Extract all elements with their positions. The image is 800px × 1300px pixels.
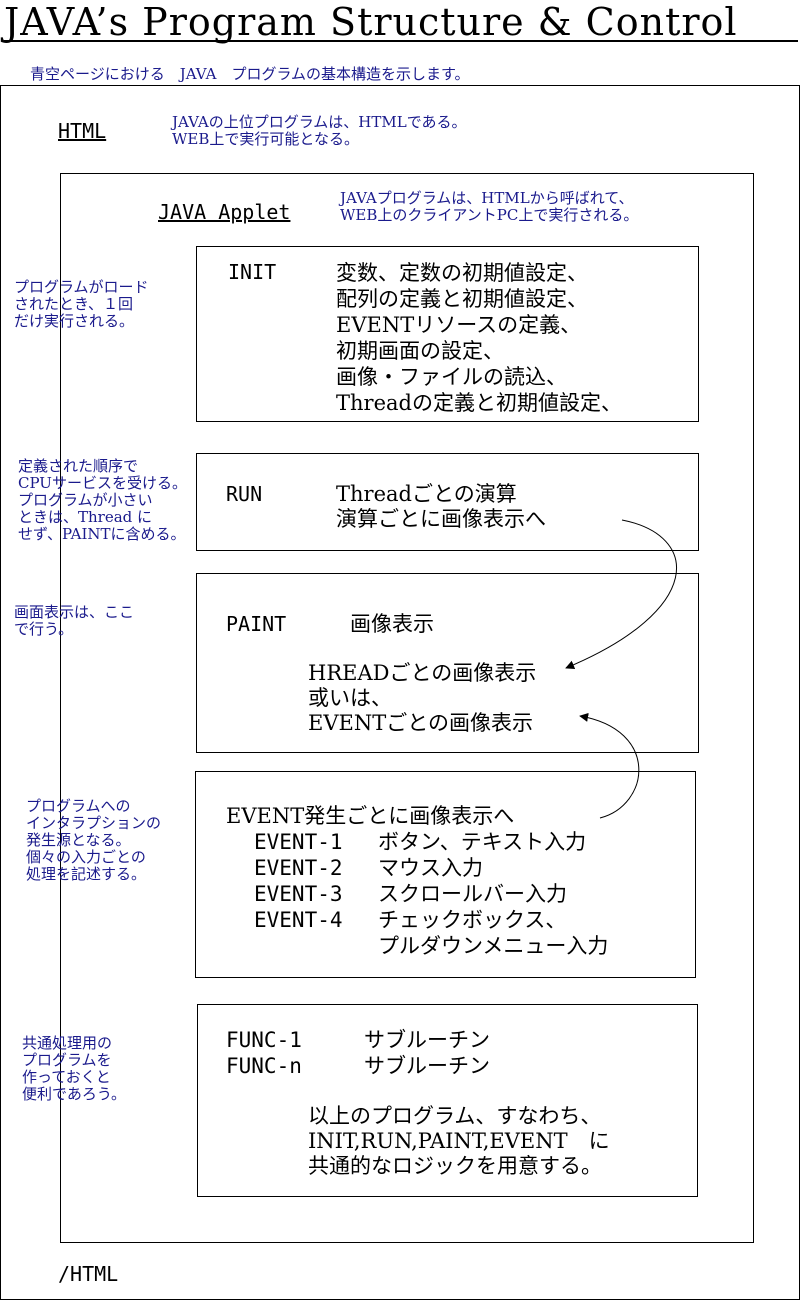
event-4-desc-cont: プルダウンメニュー入力 [378, 934, 609, 958]
applet-label: JAVA Applet [158, 200, 291, 224]
page-title: JAVA’s Program Structure & Control [4, 0, 738, 44]
paint-label: PAINT [226, 612, 287, 636]
event-to-paint-arrow [579, 712, 640, 819]
event-1-desc: ボタン、テキスト入力 [378, 830, 587, 854]
event-4-desc: チェックボックス、 [378, 908, 567, 932]
event-3-id: EVENT-3 [254, 882, 343, 906]
event-2-desc: マウス入力 [378, 856, 483, 880]
init-lines: 変数、定数の初期値設定、 配列の定義と初期値設定、 EVENTリソースの定義、 … [336, 261, 622, 415]
run-label: RUN [226, 482, 263, 506]
event-4-id: EVENT-4 [254, 908, 343, 932]
init-box [196, 246, 699, 422]
func-box [197, 1004, 698, 1197]
event-box [195, 771, 696, 978]
paint-heading: 画像表示 [350, 612, 434, 636]
run-to-paint-arrow [565, 519, 678, 670]
title-underline [4, 40, 798, 42]
event-heading: EVENT発生ごとに画像表示へ [226, 804, 515, 828]
event-2-id: EVENT-2 [254, 856, 343, 880]
event-1-id: EVENT-1 [254, 830, 343, 854]
html-label: HTML [58, 119, 107, 143]
run-side-note: 定義された順序で CPUサービスを受ける。 プログラムが小さい ときは、Thre… [18, 457, 187, 543]
init-label: INIT [228, 260, 277, 284]
func-n-id: FUNC-n [226, 1054, 302, 1078]
paint-box [196, 573, 699, 753]
paint-side-note: 画面表示は、ここ で行う。 [14, 603, 135, 638]
subtitle: 青空ページにおける JAVA プログラムの基本構造を示します。 [30, 65, 470, 83]
event-side-note: プログラムへの インタラプションの 発生源となる。 個々の入力ごとの 処理を記述… [26, 797, 162, 883]
event-3-desc: スクロールバー入力 [378, 882, 567, 906]
init-side-note: プログラムがロード されたとき、１回 だけ実行される。 [14, 278, 149, 330]
run-lines: Threadごとの演算 演算ごとに画像表示へ [336, 482, 546, 531]
paint-lines: HREADごとの画像表示 或いは、 EVENTごとの画像表示 [308, 661, 537, 735]
html-end-label: /HTML [58, 1262, 119, 1286]
run-box [196, 453, 699, 551]
func-side-note: 共通処理用の プログラムを 作っておくと 便利であろう。 [22, 1034, 126, 1103]
func-n-desc: サブルーチン [364, 1054, 490, 1078]
func-1-desc: サブルーチン [364, 1028, 490, 1052]
func-1-id: FUNC-1 [226, 1028, 302, 1052]
applet-note: JAVAプログラムは、HTMLから呼ばれて、 WEB上のクライアントPC上で実行… [340, 189, 639, 224]
html-note: JAVAの上位プログラムは、HTMLである。 WEB上で実行可能となる。 [172, 113, 467, 148]
func-lines: 以上のプログラム、すなわち、 INIT,RUN,PAINT,EVENT に 共通… [308, 1104, 610, 1178]
applet-frame [60, 173, 754, 1243]
